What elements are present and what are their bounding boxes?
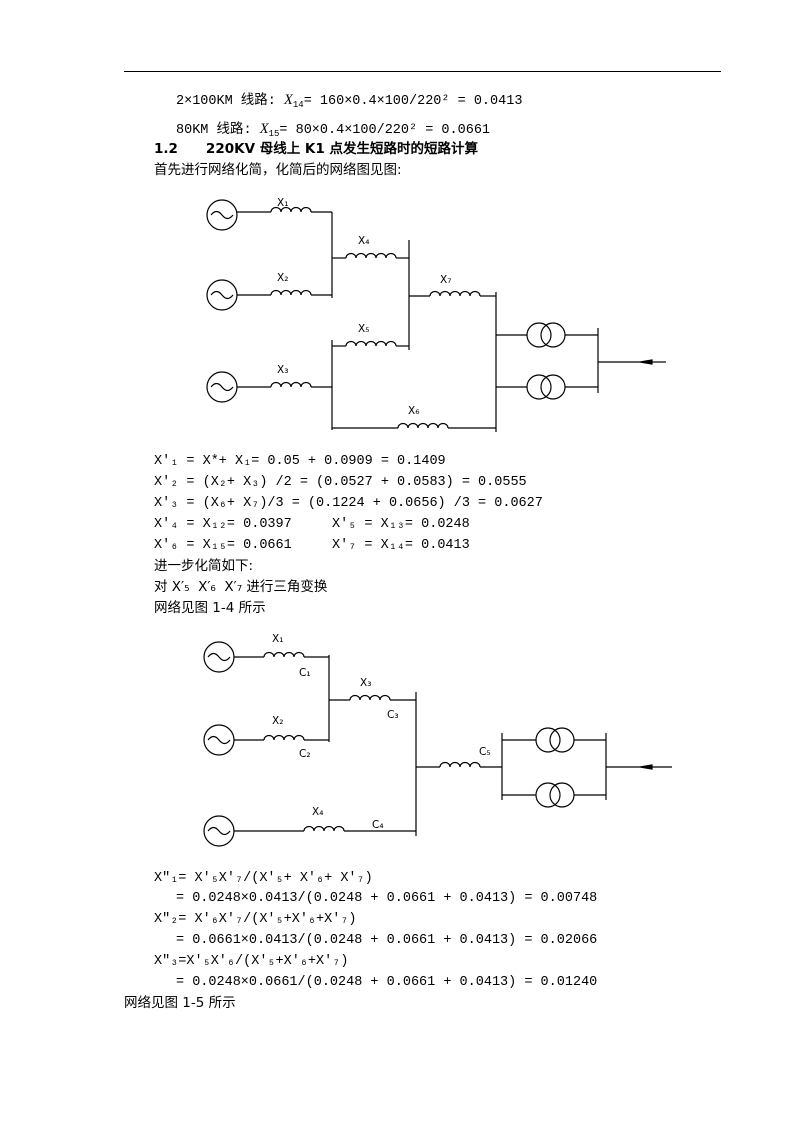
- eq-x2: X′₂ = (X₂+ X₃) /2 = (0.0527 + 0.0583) = …: [154, 475, 527, 490]
- text-fig-1-4: 网络见图 1-4 所示: [154, 600, 266, 616]
- intro-text: 首先进行网络化简，化简后的网络图见图:: [154, 162, 402, 178]
- svg-text:C₄: C₄: [372, 819, 384, 831]
- svg-text:C₅: C₅: [479, 746, 491, 758]
- header-rule: [124, 71, 721, 72]
- eq-x1-delta: X″₁= X′₅X′₇/(X′₅+ X′₆+ X′₇): [154, 871, 373, 886]
- svg-text:X₄: X₄: [358, 235, 369, 247]
- svg-text:C₁: C₁: [299, 667, 311, 679]
- transformer-2-icon: [535, 782, 561, 808]
- eq-x3-delta: X″₃=X′₅X′₆/(X′₅+X′₆+X′₇): [154, 954, 349, 969]
- text-fig-1-5: 网络见图 1-5 所示: [124, 995, 236, 1011]
- eq-x3: X′₃ = (X₆+ X₇)/3 = (0.1224 + 0.0656) /3 …: [154, 496, 543, 511]
- svg-text:X₆: X₆: [408, 405, 419, 417]
- eq-x3-delta-value: = 0.0248×0.0661/(0.0248 + 0.0661 + 0.041…: [176, 975, 598, 990]
- svg-text:X₇: X₇: [440, 274, 451, 286]
- svg-text:X₃: X₃: [277, 364, 288, 376]
- svg-text:C₂: C₂: [299, 748, 311, 760]
- eq-x1: X′₁ = X*+ X₁= 0.05 + 0.0909 = 0.1409: [154, 454, 446, 469]
- text-delta-transform: 对 X′₅ X′₆ X′₇ 进行三角变换: [154, 579, 328, 595]
- svg-text:X₅: X₅: [358, 323, 369, 335]
- svg-text:X₁: X₁: [272, 633, 283, 645]
- eq-x2-delta-value: = 0.0661×0.0413/(0.0248 + 0.0661 + 0.041…: [176, 933, 598, 948]
- text-next-step: 进一步化简如下:: [154, 558, 254, 574]
- svg-text:X₂: X₂: [272, 715, 283, 727]
- eq-x5: X′₅ = X₁₃= 0.0248: [332, 517, 470, 532]
- eq-x7: X′₇ = X₁₄= 0.0413: [332, 538, 470, 553]
- svg-text:X₄: X₄: [312, 806, 323, 818]
- transformer-1-icon: [526, 322, 552, 348]
- line-2x100km: 2×100KM 线路: X14= 160×0.4×100/220² = 0.04…: [176, 92, 523, 110]
- line-80km: 80KM 线路: X15= 80×0.4×100/220² = 0.0661: [176, 121, 491, 139]
- svg-text:X₂: X₂: [277, 272, 288, 284]
- eq-x6: X′₆ = X₁₅= 0.0661: [154, 538, 292, 553]
- transformer-1-icon: [535, 727, 561, 753]
- svg-text:X₃: X₃: [360, 677, 371, 689]
- transformer-2-icon: [526, 374, 552, 400]
- eq-x4: X′₄ = X₁₂= 0.0397: [154, 517, 292, 532]
- svg-text:C₃: C₃: [387, 709, 399, 721]
- eq-x1-delta-value: = 0.0248×0.0413/(0.0248 + 0.0661 + 0.041…: [176, 891, 598, 906]
- eq-x2-delta: X″₂= X′₆X′₇/(X′₅+X′₆+X′₇): [154, 912, 357, 927]
- generator-1-icon: [206, 199, 238, 231]
- svg-text:X₁: X₁: [277, 197, 288, 209]
